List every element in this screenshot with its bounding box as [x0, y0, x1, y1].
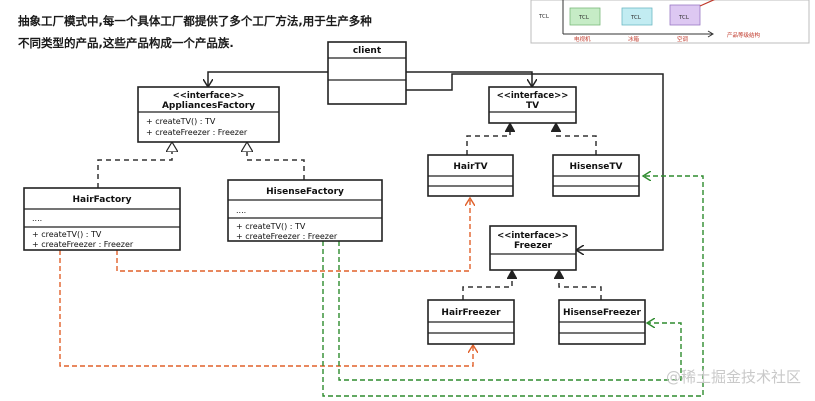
client-to-freezer-arrow	[406, 73, 664, 250]
inset-xlabel-1: 电视机	[574, 35, 591, 43]
hairfactory-creates-hairfreezer	[59, 250, 473, 367]
class-title: Freezer	[514, 241, 553, 251]
inset-cell-3: TCL	[678, 15, 690, 21]
method-create-freezer: + createFreezer : Freezer	[236, 232, 338, 241]
inset-row-label: TCL	[538, 14, 550, 20]
hisensefreezer-realization	[559, 270, 602, 300]
attributes-placeholder: ....	[236, 206, 246, 215]
stereotype-label: <<interface>>	[497, 231, 569, 241]
method-create-tv: + createTV() : TV	[236, 222, 306, 231]
hairfactory-realization	[97, 142, 172, 188]
class-hisense-tv[interactable]: HisenseTV	[552, 154, 640, 197]
class-hair-tv[interactable]: HairTV	[427, 154, 514, 197]
inset-xlabel-3: 空调	[677, 35, 689, 43]
attributes-placeholder: ....	[32, 214, 42, 223]
hairtv-realization	[466, 123, 510, 155]
class-title: HisenseFreezer	[563, 308, 642, 318]
class-title: HairFactory	[73, 195, 132, 205]
class-title: client	[353, 46, 382, 56]
method-create-freezer: + createFreezer : Freezer	[146, 128, 248, 137]
description-line-1: 抽象工厂模式中,每一个具体工厂都提供了多个工厂方法,用于生产多种	[18, 14, 372, 28]
method-create-tv: + createTV() : TV	[32, 230, 102, 239]
connectors	[59, 71, 704, 397]
hairfactory-creates-hairtv	[116, 198, 470, 272]
class-title: HisenseTV	[569, 162, 622, 172]
description-line-2: 不同类型的产品,这些产品构成一个产品族.	[18, 36, 234, 50]
class-appliances-factory[interactable]: <<interface>> AppliancesFactory + create…	[137, 86, 280, 143]
hisensefactory-creates-hisensefreezer	[338, 241, 682, 381]
class-hair-factory[interactable]: HairFactory .... + createTV() : TV + cre…	[23, 187, 181, 251]
class-client[interactable]: client	[327, 41, 407, 105]
class-title: HairFreezer	[441, 308, 501, 318]
client-to-factory-arrow	[208, 71, 328, 87]
hairfreezer-realization	[462, 270, 512, 300]
hisensefactory-realization	[247, 142, 305, 180]
inset-axis-label: 产品等级结构	[727, 31, 761, 39]
hisensetv-realization	[556, 123, 597, 155]
class-title: TV	[526, 101, 539, 111]
method-create-tv: + createTV() : TV	[146, 117, 216, 126]
stereotype-label: <<interface>>	[497, 91, 569, 101]
stereotype-label: <<interface>>	[173, 91, 245, 101]
inset-cell-2: TCL	[630, 15, 642, 21]
class-freezer[interactable]: <<interface>> Freezer	[489, 225, 577, 271]
client-to-tv-arrow	[406, 71, 532, 87]
class-hisense-factory[interactable]: HisenseFactory .... + createTV() : TV + …	[227, 179, 383, 242]
method-create-freezer: + createFreezer : Freezer	[32, 240, 134, 249]
watermark: @稀土掘金技术社区	[665, 368, 801, 386]
class-tv[interactable]: <<interface>> TV	[488, 86, 577, 124]
class-hisense-freezer[interactable]: HisenseFreezer	[558, 299, 646, 345]
class-title: AppliancesFactory	[162, 101, 255, 111]
inset-xlabel-2: 冰箱	[628, 35, 640, 43]
class-title: HairTV	[453, 162, 487, 172]
class-hair-freezer[interactable]: HairFreezer	[427, 299, 515, 345]
inset-cell-1: TCL	[578, 15, 590, 21]
inset-product-level-figure: TCL TCL TCL TCL 电视机 冰箱 空调 产品等级结构	[530, 0, 810, 44]
class-title: HisenseFactory	[266, 187, 344, 197]
